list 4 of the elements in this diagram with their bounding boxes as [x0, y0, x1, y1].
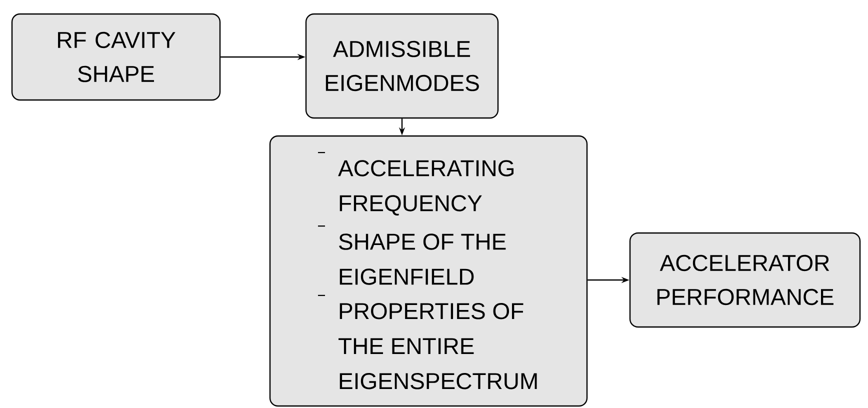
process-box: ADMISSIBLE EIGENMODES [305, 13, 499, 119]
process-box: RF CAVITY SHAPE [11, 13, 221, 101]
process-box: ACCELERATOR PERFORMANCE [629, 232, 861, 328]
list-box: ACCELERATING FREQUENCY SHAPE OF THE EIGENFIELD PROPERTIES OF THE ENTIRE EIGENSPECTRUM [269, 135, 588, 407]
